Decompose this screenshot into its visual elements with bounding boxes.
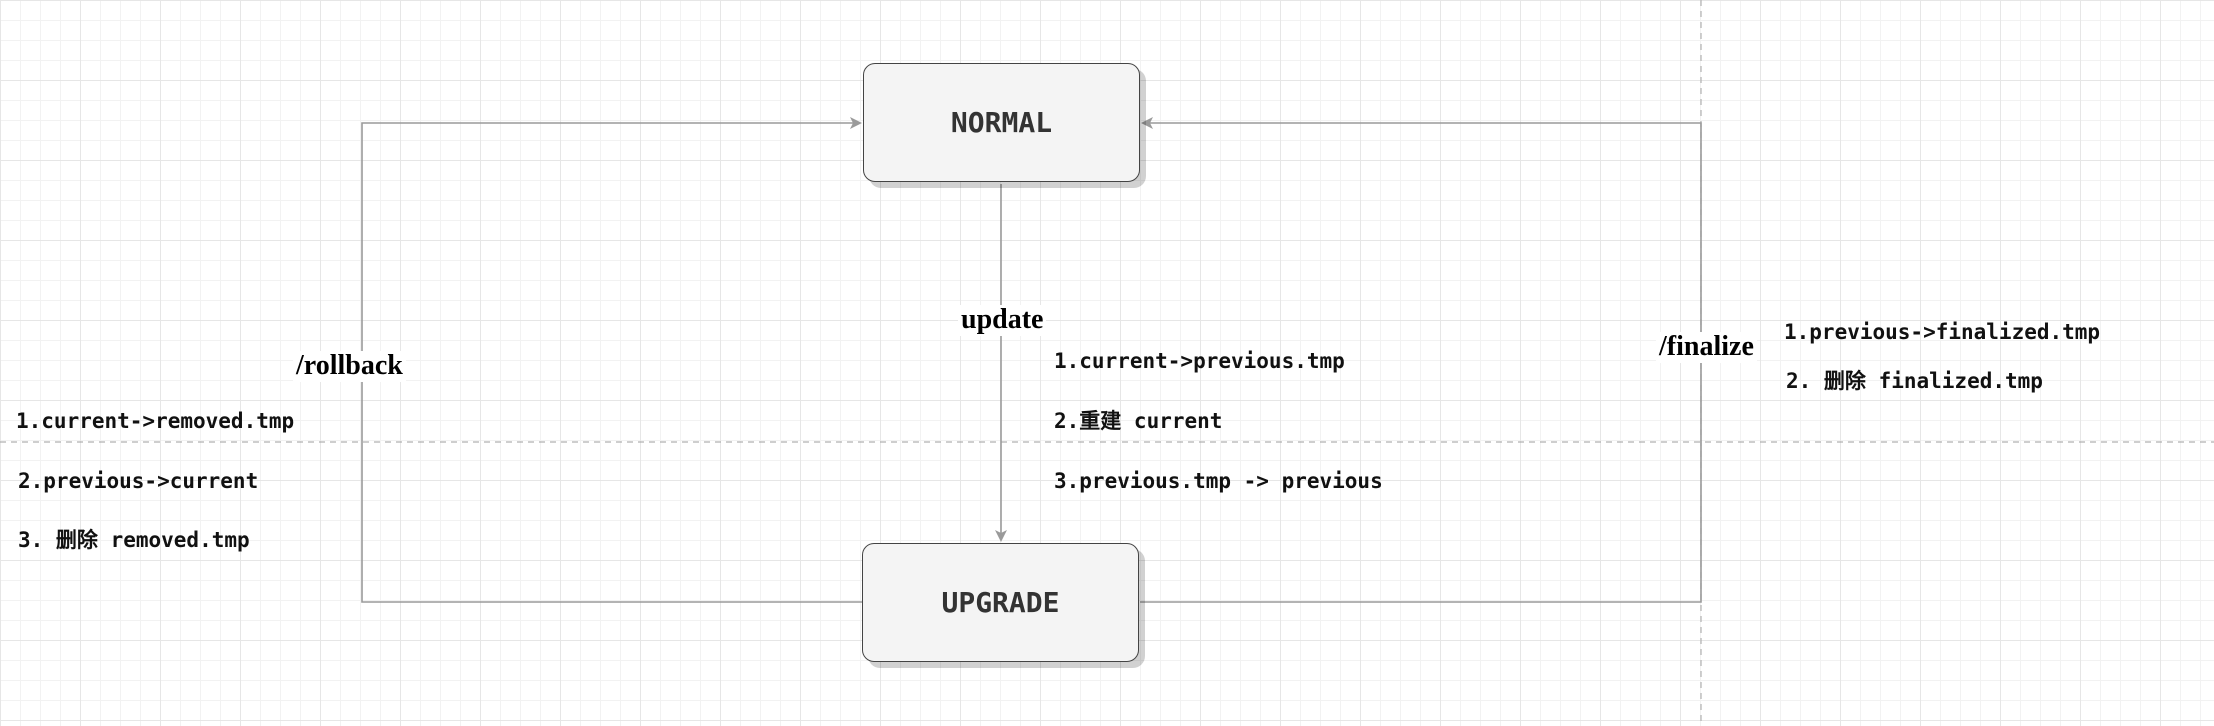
update-step-3: 3.previous.tmp -> previous [1054,469,1383,493]
rollback-edge [361,117,862,603]
finalize-label: /finalize [1656,331,1757,363]
update-step-1: 1.current->previous.tmp [1054,349,1345,373]
rollback-label: /rollback [293,350,406,382]
finalize-step-1: 1.previous->finalized.tmp [1784,320,2101,344]
rollback-step-3: 3. 删除 removed.tmp [18,528,250,552]
update-step-2: 2.重建 current [1054,409,1223,433]
upgrade-state-node[interactable]: UPGRADE [862,543,1139,662]
update-label: update [958,304,1047,336]
finalize-step-2: 2. 删除 finalized.tmp [1786,369,2043,393]
rollback-step-2: 2.previous->current [18,469,259,493]
normal-state-node[interactable]: NORMAL [863,63,1140,182]
rollback-step-1: 1.current->removed.tmp [16,409,295,433]
